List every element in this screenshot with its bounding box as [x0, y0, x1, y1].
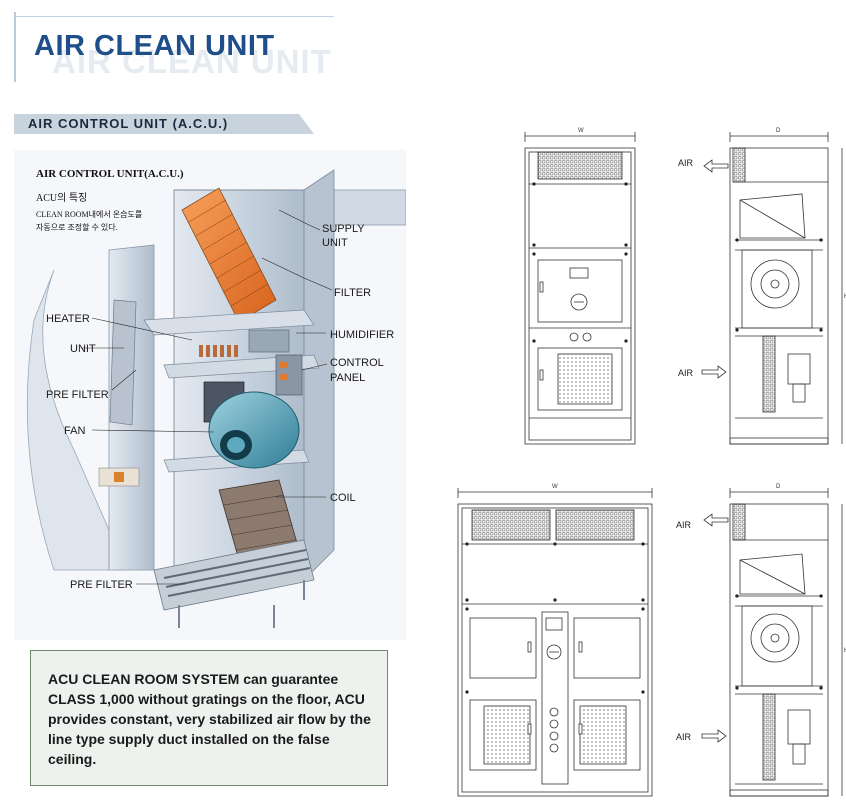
- bottom-side-depth-label: D: [776, 484, 781, 490]
- label-fan: FAN: [64, 425, 85, 437]
- label-coil: COIL: [330, 492, 356, 504]
- bottom-front-width-label: W: [552, 484, 558, 490]
- page-title-shadow: AIR CLEAN UNIT: [52, 43, 332, 80]
- acu-technical-drawings: W D H W D H AIR AIR AIR AIR: [457, 128, 846, 797]
- bottom-side-view: [729, 488, 843, 797]
- bottom-front-view: [457, 488, 653, 797]
- label-supply-unit-line2: UNIT: [322, 237, 348, 249]
- air-in-arrow-top: [701, 365, 727, 379]
- label-pre-filter-bottom: PRE FILTER: [70, 579, 133, 591]
- bottom-side-height-label: H: [844, 648, 846, 654]
- air-in-label-bottom: AIR: [676, 732, 692, 742]
- top-side-depth-label: D: [776, 128, 781, 134]
- illustration-desc-line1: CLEAN ROOM내에서 온습도를: [36, 210, 142, 219]
- illustration-subheading: ACU의 특징: [36, 192, 87, 204]
- label-control-panel-line2: PANEL: [330, 372, 365, 384]
- label-control-panel-line1: CONTROL: [330, 357, 384, 369]
- air-out-label-bottom: AIR: [676, 520, 692, 530]
- top-front-width-label: W: [578, 128, 584, 134]
- info-box: [30, 650, 388, 786]
- top-side-view: [729, 132, 843, 445]
- label-supply-unit-line1: SUPPLY: [322, 223, 365, 235]
- info-text: ACU CLEAN ROOM SYSTEM can guarantee CLAS…: [48, 671, 371, 767]
- air-in-arrow-bottom: [701, 729, 727, 743]
- section-title: AIR CONTROL UNIT (A.C.U.): [28, 116, 229, 131]
- page-title: AIR CLEAN UNIT: [34, 30, 275, 62]
- label-pre-filter-top: PRE FILTER: [46, 389, 109, 401]
- section-title-bar: [14, 114, 314, 134]
- label-humidifier: HUMIDIFIER: [330, 329, 394, 341]
- label-unit: UNIT: [70, 343, 96, 355]
- air-in-label-top: AIR: [678, 368, 694, 378]
- air-out-arrow-bottom: [703, 513, 729, 527]
- top-side-height-label: H: [844, 294, 846, 300]
- label-heater: HEATER: [46, 313, 90, 325]
- illustration-heading: AIR CONTROL UNIT(A.C.U.): [36, 168, 184, 180]
- header-accent-vertical: [14, 12, 16, 82]
- header-accent-horizontal: [14, 16, 334, 17]
- illustration-desc-line2: 자동으로 조정할 수 있다.: [36, 222, 118, 232]
- label-filter: FILTER: [334, 287, 371, 299]
- air-out-arrow-top: [703, 159, 729, 173]
- acu-cutaway-illustration: AIR CONTROL UNIT(A.C.U.) ACU의 특징 CLEAN R…: [14, 150, 406, 640]
- top-front-view: [524, 132, 636, 445]
- air-out-label-top: AIR: [678, 158, 694, 168]
